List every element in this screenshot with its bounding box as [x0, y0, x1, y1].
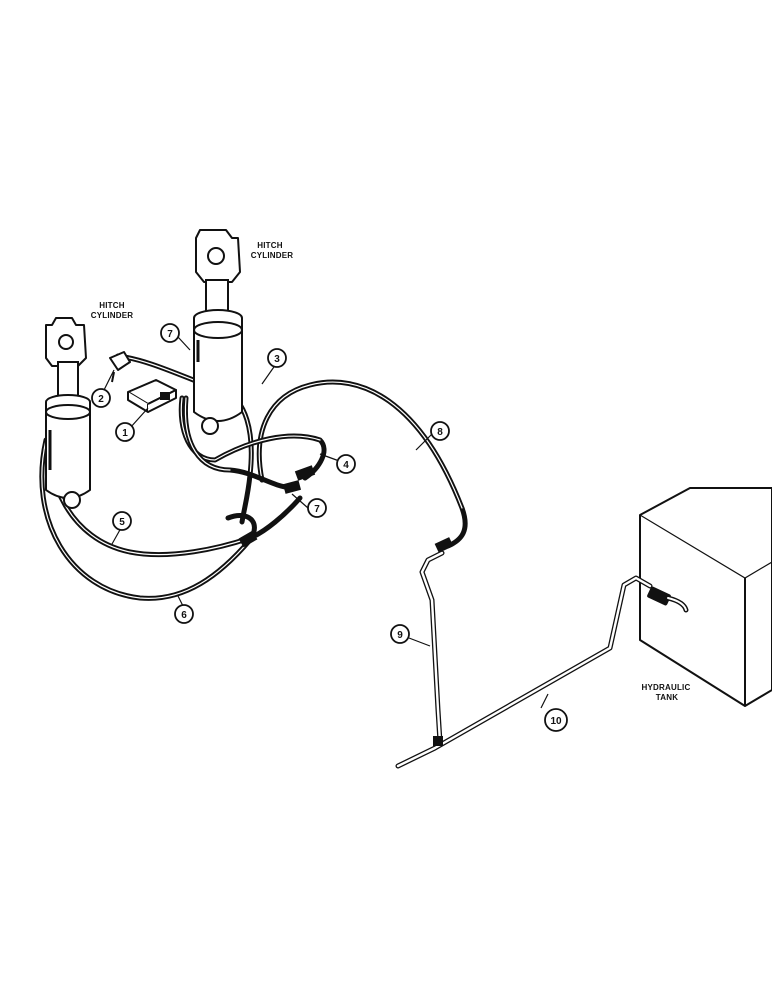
svg-text:7: 7 [167, 329, 173, 340]
callout-8: 8 [430, 421, 450, 441]
callout-4: 4 [336, 454, 356, 474]
hose-7-lower [182, 395, 302, 494]
svg-text:HYDRAULIC: HYDRAULIC [642, 683, 691, 692]
svg-text:TANK: TANK [656, 693, 678, 702]
svg-text:8: 8 [437, 427, 443, 438]
svg-text:7: 7 [314, 504, 320, 515]
svg-text:HITCH: HITCH [99, 301, 124, 310]
svg-text:3: 3 [274, 354, 280, 365]
part-1-fitting [127, 379, 177, 413]
callout-1: 1 [115, 422, 135, 442]
hitch-cylinder-right [193, 229, 243, 435]
part-2-fitting [109, 351, 131, 383]
callout-7-lower: 7 [307, 498, 327, 518]
hydraulic-tank [639, 487, 772, 707]
svg-text:1: 1 [122, 428, 128, 439]
callout-9: 9 [390, 624, 410, 644]
callout-10: 10 [544, 708, 568, 732]
label-hydraulic-tank: HYDRAULIC TANK [642, 683, 691, 702]
callout-3: 3 [267, 348, 287, 368]
svg-text:CYLINDER: CYLINDER [251, 251, 294, 260]
svg-text:9: 9 [397, 630, 403, 641]
callout-2: 2 [91, 388, 111, 408]
svg-text:HITCH: HITCH [257, 241, 282, 250]
hose-6 [39, 437, 258, 601]
svg-text:2: 2 [98, 394, 104, 405]
svg-text:5: 5 [119, 517, 125, 528]
tank-fitting [647, 586, 689, 613]
callout-7-upper: 7 [160, 323, 180, 343]
label-hitch-cylinder-left: HITCH CYLINDER [91, 301, 134, 320]
svg-text:CYLINDER: CYLINDER [91, 311, 134, 320]
svg-text:10: 10 [550, 716, 562, 727]
callout-6: 6 [174, 604, 194, 624]
rigid-tube-10 [395, 575, 653, 769]
svg-text:6: 6 [181, 610, 187, 621]
callout-5: 5 [112, 511, 132, 531]
label-hitch-cylinder-right: HITCH CYLINDER [251, 241, 294, 260]
rigid-tube-9 [419, 550, 445, 746]
svg-text:4: 4 [343, 460, 349, 471]
hitch-cylinder-left [45, 317, 91, 509]
hose-8 [256, 379, 468, 553]
